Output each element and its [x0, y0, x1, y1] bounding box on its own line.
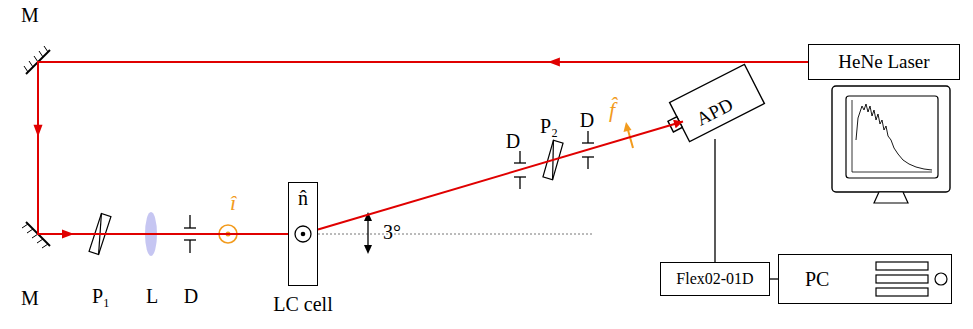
polarization-label: f̂ — [609, 99, 615, 121]
laser-beam — [318, 121, 683, 229]
monitor — [832, 86, 950, 203]
angle-marker — [364, 212, 372, 254]
polarization-label: î — [230, 192, 236, 214]
aperture-label: D — [506, 131, 520, 151]
node-text: HeNe Laser — [838, 52, 929, 73]
director-symbol — [295, 226, 311, 242]
beam-arrowhead — [62, 230, 74, 239]
node-text: APD — [693, 94, 736, 130]
counter-box: Flex02-01D — [660, 262, 770, 296]
signal-cable — [770, 278, 778, 279]
angle-label: 3° — [383, 222, 401, 242]
aperture-label: D — [184, 286, 198, 306]
polarizer-label: P₂ — [540, 116, 558, 136]
aperture-label: D — [580, 110, 594, 130]
laser-box: HeNe Laser — [808, 44, 960, 80]
signal-cable — [714, 139, 715, 262]
apd-detector: APD — [683, 85, 747, 139]
mirror-label: M — [21, 288, 39, 308]
pc-box: PC — [778, 254, 952, 304]
polarization-arrow — [624, 122, 634, 148]
mirror-label: M — [21, 5, 39, 25]
beam-arrowhead — [34, 125, 43, 137]
lc-cell: n̂LC cell — [288, 182, 318, 286]
director-label: n̂ — [298, 187, 308, 209]
node-text: PC — [805, 268, 829, 290]
reference-line — [318, 234, 592, 235]
polarizer-label: P₁ — [92, 286, 110, 306]
apd-housing — [661, 64, 765, 146]
laser-beam — [38, 62, 808, 234]
lens-label: L — [146, 286, 158, 306]
pc-front — [876, 262, 947, 296]
cell-caption: LC cell — [273, 293, 332, 315]
beam-arrowhead — [548, 58, 560, 67]
node-text: Flex02-01D — [676, 270, 753, 288]
